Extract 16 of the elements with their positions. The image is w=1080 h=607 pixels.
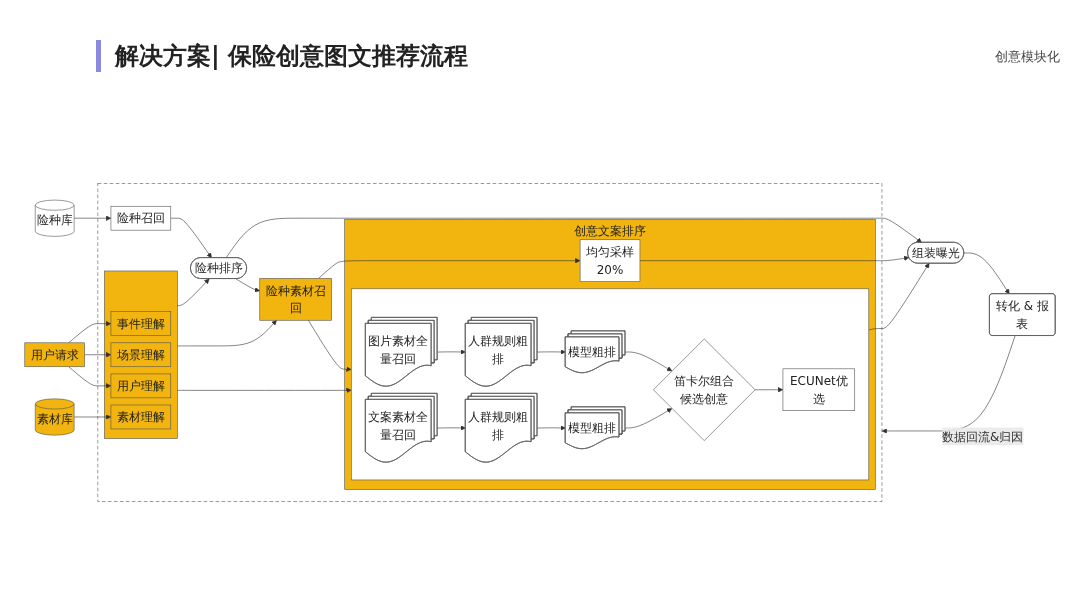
note-text: 创意模块化 <box>995 48 1060 66</box>
node-box: 险种素材召回 <box>259 278 332 321</box>
node-box: 用户理解 <box>110 373 172 399</box>
node-box: 险种召回 <box>110 205 172 231</box>
edge-label: 数据回流&归因 <box>942 429 1024 444</box>
node-box: 均匀采样 20% <box>579 239 641 282</box>
cluster <box>350 288 870 481</box>
cluster <box>104 270 178 439</box>
node-box: 事件理解 <box>110 311 172 336</box>
node-diamond: 笛卡尔组合候选创意 <box>653 338 756 441</box>
node-box: 场景理解 <box>110 342 172 368</box>
cluster <box>97 183 883 502</box>
node-box: ECUNet优选 <box>782 368 856 411</box>
node-box: 素材理解 <box>110 404 172 430</box>
title: 解决方案| 保险创意图文推荐流程 <box>96 40 469 72</box>
node-box: 用户请求 <box>24 342 85 368</box>
